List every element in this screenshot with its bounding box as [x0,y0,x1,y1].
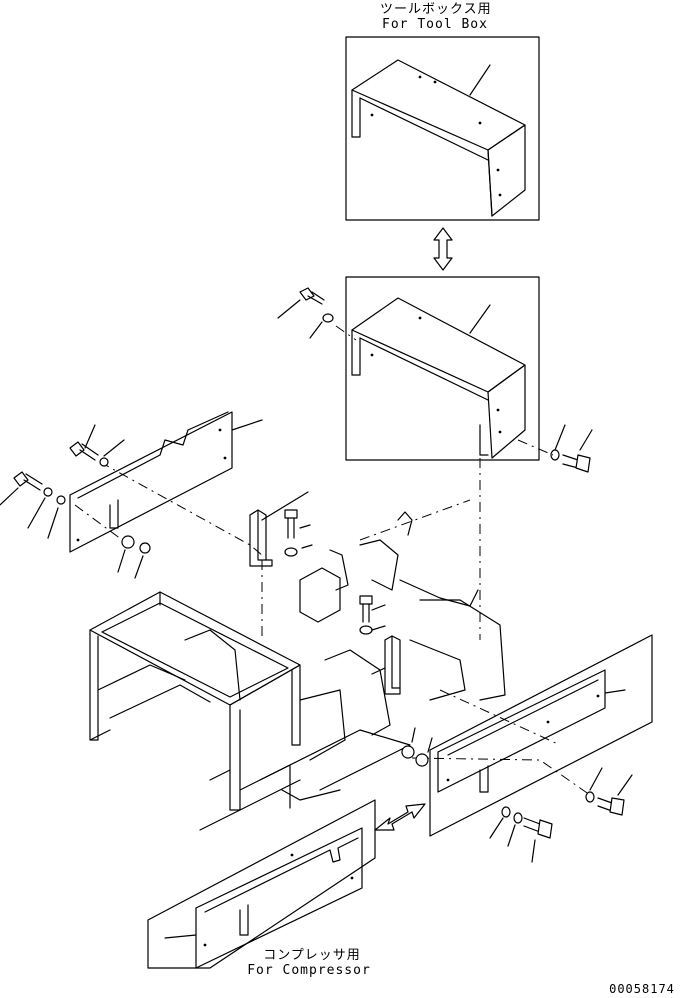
installed-cover-frame [345,276,540,461]
compressor-label-en: For Compressor [247,963,371,978]
toolbox-cover-part [351,59,526,217]
internal-assembly [199,499,506,831]
drawing-number: 00058174 [609,982,675,996]
left-side-panel [69,411,263,553]
washer-nut-left [117,535,151,579]
toolbox-label-en: For Tool Box [382,17,488,32]
bolt-left-upper [69,424,99,461]
compressor-panel [164,827,363,969]
washers-left-lower [27,487,66,539]
left-bracket [249,491,309,567]
right-side-panel-frame [429,634,653,837]
double-arrow-vertical-icon [433,227,453,271]
compressor-label-jp: コンプレッサ用 [263,948,361,963]
washers-lower-right [489,806,523,847]
washer-right-panel [585,767,603,803]
toolbox-label-jp: ツールボックス用 [380,2,492,17]
bolt-lower-right [523,817,553,863]
bolt-center-lower [359,595,386,635]
bolt-right [562,429,593,473]
right-side-panel [437,669,626,793]
compressor-panel-frame [147,799,376,969]
washer-upper-left [309,313,334,339]
installed-cover-part [351,297,526,459]
bolt-right-panel [597,774,633,816]
washer-left-upper [99,439,125,467]
washers-right-panel [401,727,433,767]
bolt-upper-left [277,287,325,319]
toolbox-inset-frame [345,36,540,221]
double-arrow-diagonal-icon [374,803,426,831]
washer-right [550,424,566,461]
bolt-center [284,509,313,557]
center-bracket [371,635,401,695]
bolt-left-lower [0,471,43,506]
machine-frame [89,591,301,811]
